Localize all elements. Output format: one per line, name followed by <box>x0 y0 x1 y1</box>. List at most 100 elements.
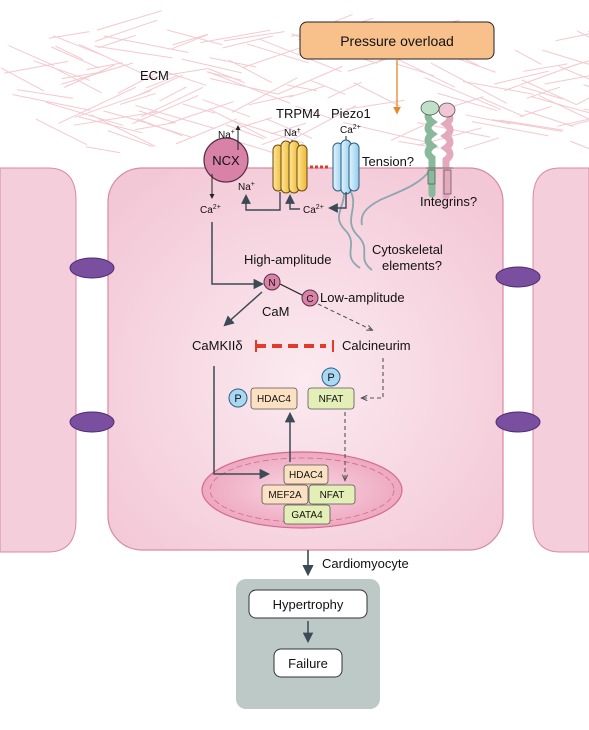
cardiomyocyte-label: Cardiomyocyte <box>322 556 409 571</box>
pressure-overload-node: Pressure overload <box>299 21 495 60</box>
ecm-fiber <box>491 119 563 132</box>
trpm4-na-label: Na+ <box>284 127 301 139</box>
cam-linker <box>279 283 305 297</box>
ecm-fiber <box>223 31 285 42</box>
left-neighbor-cell <box>0 167 77 553</box>
failure-box <box>273 648 343 678</box>
ecm-fiber <box>353 82 401 107</box>
ecm-fiber <box>499 119 564 131</box>
tension-label: Tension? <box>362 154 414 169</box>
gap-junction <box>495 266 541 288</box>
cam-c-lobe <box>301 289 319 307</box>
ncx-exchanger <box>203 137 249 183</box>
ecm-fiber <box>33 60 91 81</box>
ecm-fiber <box>271 122 307 135</box>
ecm-label: ECM <box>140 68 169 83</box>
ca-to-cam-arrow <box>211 222 265 290</box>
ecm-fiber <box>479 96 524 117</box>
high-amplitude-label: High-amplitude <box>244 252 331 267</box>
piezo1-ca-label: Ca2+ <box>340 124 361 136</box>
ecm-fiber <box>97 34 137 49</box>
trpm4-label: TRPM4 <box>276 106 320 121</box>
ecm-fiber <box>248 94 294 106</box>
camkii-label: CaMKIIδ <box>192 338 243 353</box>
extracellular-matrix-fibers <box>0 10 589 160</box>
cam-c-label: C <box>306 294 313 305</box>
ecm-fiber <box>147 68 208 79</box>
cam-n-lobe <box>263 273 281 291</box>
ecm-fiber <box>145 75 178 89</box>
ecm-fiber <box>465 114 512 125</box>
ecm-fiber <box>135 104 216 130</box>
ecm-fiber <box>286 84 317 92</box>
piezo1-ca-in-label: Ca2+ <box>303 204 324 216</box>
pressure-overload-label: Pressure overload <box>340 33 454 49</box>
ecm-fiber <box>96 10 162 31</box>
calcineurin-label: Calcineurim <box>342 338 411 353</box>
ecm-fiber <box>519 105 552 118</box>
ecm-fiber <box>94 45 173 59</box>
cytoskeletal-label-line2: elements? <box>382 258 442 273</box>
ecm-fiber <box>345 99 405 110</box>
ecm-fiber <box>343 122 430 144</box>
ecm-fiber <box>94 19 158 42</box>
integrins <box>420 100 456 200</box>
nfat-phospho <box>321 367 341 387</box>
piezo-to-ca-arrow <box>328 192 347 213</box>
hdac4-cytosol-label: HDAC4 <box>257 394 291 405</box>
ecm-fiber <box>463 137 500 150</box>
hypertrophy-box <box>248 589 368 619</box>
ecm-fiber <box>78 43 153 79</box>
ecm-fiber <box>90 114 156 147</box>
ecm-fiber <box>35 118 88 146</box>
ecm-fiber <box>12 93 91 111</box>
cytoskeletal-label-line1: Cytoskeletal <box>372 242 443 257</box>
ecm-fiber <box>8 45 55 67</box>
ecm-fiber <box>504 63 578 92</box>
ecm-fiber <box>182 103 216 114</box>
ncx-ca-label: Ca2+ <box>200 204 221 216</box>
ecm-fiber <box>579 61 589 65</box>
ecm-fiber <box>521 79 577 106</box>
ecm-fiber <box>209 77 278 95</box>
ecm-fiber <box>530 96 589 114</box>
ecm-fiber <box>424 77 501 110</box>
ecm-fiber <box>141 87 204 118</box>
ncx-na-label: Na+ <box>218 129 235 141</box>
nucleus-nfat-box <box>308 484 356 505</box>
cam-n-label: N <box>268 278 275 289</box>
piezo1-channel <box>332 139 360 195</box>
trpm4-channel <box>272 140 308 194</box>
ecm-fiber <box>208 108 267 139</box>
ecm-fiber <box>558 65 589 80</box>
ecm-fiber <box>147 123 192 138</box>
ecm-fiber <box>4 60 69 74</box>
nucleus-nfat-label: NFAT <box>320 490 345 501</box>
ecm-fiber <box>52 35 105 57</box>
nfat-phospho-label: P <box>327 372 334 384</box>
ecm-fiber <box>46 101 124 126</box>
cam-to-camkii-arrow <box>223 291 263 327</box>
ecm-fiber <box>159 86 187 102</box>
cam-to-calcineurin-arrow <box>317 303 372 330</box>
ecm-fiber <box>117 70 162 94</box>
ecm-fiber <box>61 71 105 80</box>
ecm-fiber <box>86 62 123 70</box>
ecm-fiber <box>138 110 177 124</box>
ecm-fiber <box>175 118 237 145</box>
ecm-fiber <box>555 33 589 42</box>
ecm-fiber <box>514 49 542 65</box>
cam-label: CaM <box>262 304 289 319</box>
ecm-fiber <box>136 74 183 97</box>
ecm-fiber <box>576 97 589 106</box>
ecm-fiber <box>222 35 274 49</box>
ecm-fiber <box>167 101 234 125</box>
ecm-fiber <box>78 116 143 134</box>
nucleus-hdac4-label: HDAC4 <box>289 470 323 481</box>
ecm-fiber <box>225 124 264 140</box>
ecm-fiber <box>55 45 84 60</box>
ecm-fiber <box>231 77 298 113</box>
nucleus-mef2a-label: MEF2A <box>268 490 302 501</box>
ecm-fiber <box>202 99 251 118</box>
ecm-fiber <box>103 35 189 53</box>
